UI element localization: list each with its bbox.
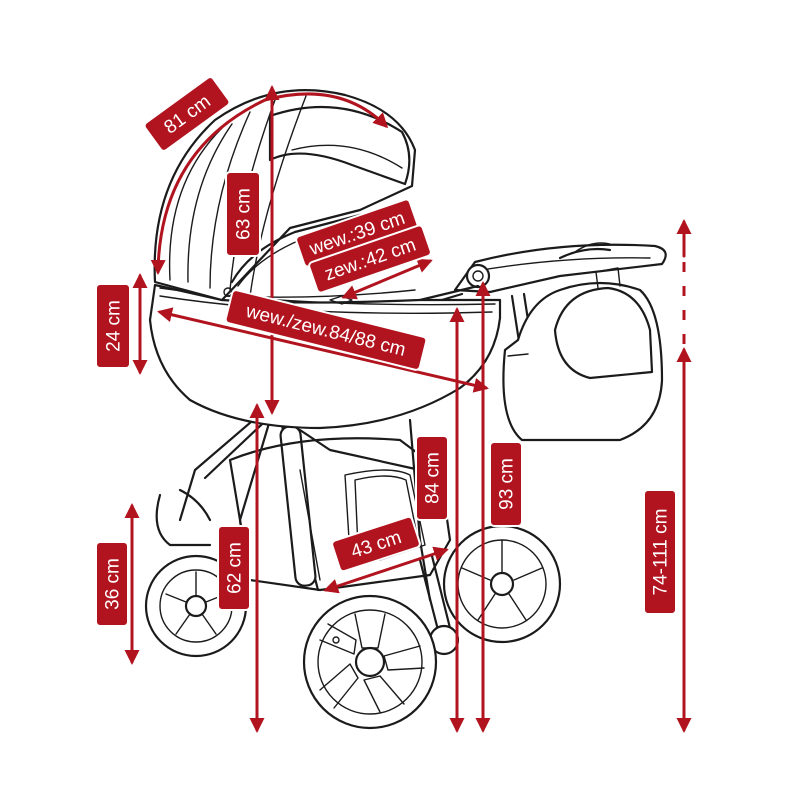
hood-arc-line: [150, 92, 389, 275]
wheel-height-label: 36 cm: [95, 541, 129, 627]
length-line: [157, 307, 489, 393]
hood-height-label: 63 cm: [225, 171, 261, 257]
basket-width-line: [323, 546, 449, 594]
handle-low-text: 84 cm: [423, 452, 444, 504]
handle-range-label: 74-111 cm: [643, 489, 677, 615]
handle-low-label: 84 cm: [415, 435, 449, 521]
front-wheel-right: [442, 524, 562, 644]
seat-height-label: 62 cm: [217, 525, 251, 611]
handle-high-label: 93 cm: [489, 441, 523, 527]
carrycot: [148, 283, 502, 430]
side-depth-label: 24 cm: [95, 283, 131, 369]
hood-height-text: 63 cm: [234, 188, 255, 240]
handlebar: [453, 242, 667, 294]
width-top-line: [341, 258, 433, 300]
wheel-height-text: 36 cm: [103, 558, 124, 610]
handle-high-text: 93 cm: [497, 458, 518, 510]
handle-range-text: 74-111 cm: [651, 509, 672, 596]
dimension-labels: 81 cm 63 cm wew.:39 cm zew.:42 cm 24 cm …: [95, 76, 677, 627]
seat-height-text: 62 cm: [225, 542, 246, 594]
rear-wheel-big: [302, 594, 438, 730]
stroller-illustration: [144, 89, 667, 730]
changing-bag: [502, 267, 664, 442]
dimension-lines: [124, 85, 692, 733]
side-depth-text: 24 cm: [104, 300, 125, 352]
